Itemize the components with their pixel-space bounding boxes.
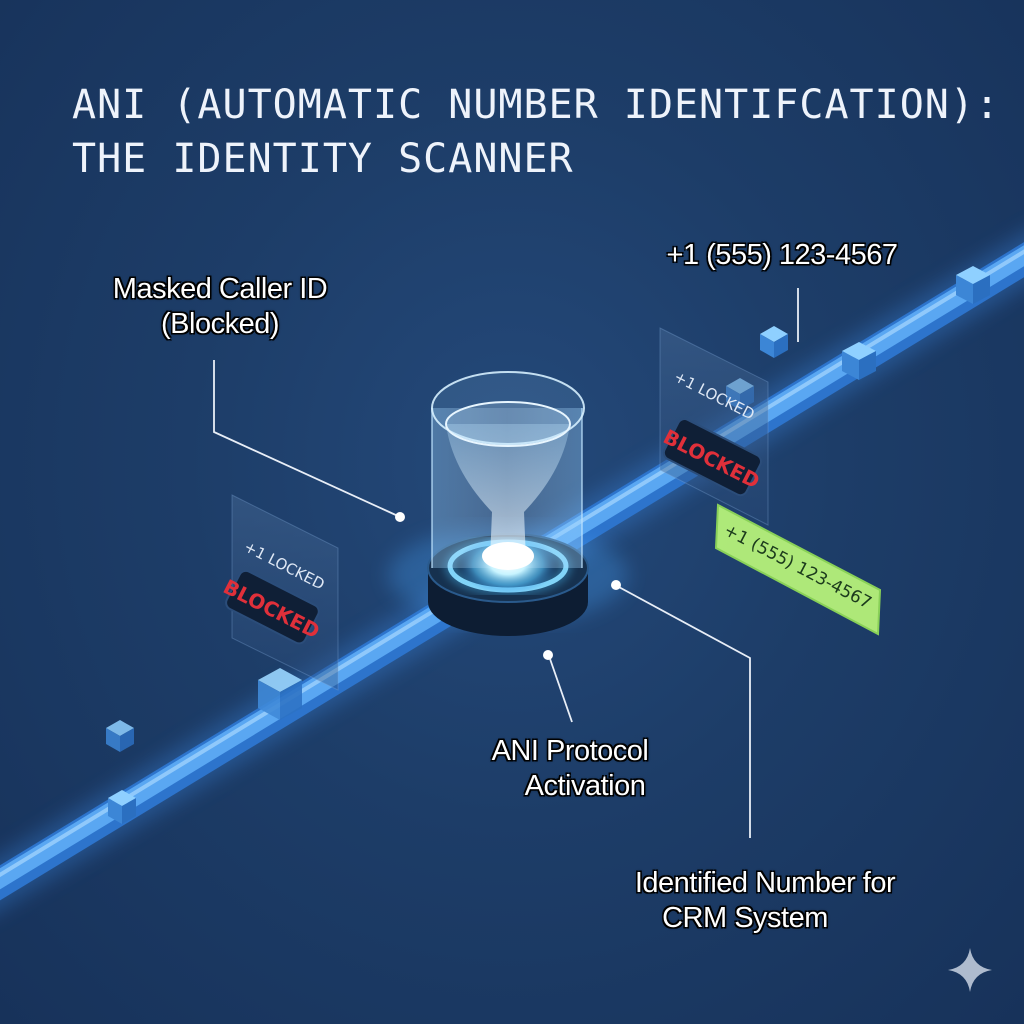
data-cube	[108, 790, 136, 824]
data-cube	[956, 266, 990, 304]
left-blocked-panel: +1 LOCKED BLOCKED	[219, 494, 339, 691]
identified-number-tag: +1 (555) 123-4567	[714, 503, 882, 636]
page-title: ANI (AUTOMATIC NUMBER IDENTIFCATION): TH…	[72, 78, 1001, 186]
data-cube	[106, 720, 134, 752]
masked-leader-line	[213, 360, 399, 517]
right-blocked-panel: +1 LOCKED BLOCKED	[659, 327, 769, 526]
data-cube	[842, 342, 876, 380]
identified-leader-line	[616, 585, 751, 838]
leader-lines	[213, 288, 799, 838]
title-line-2: THE IDENTITY SCANNER	[72, 136, 574, 182]
ani-leader-line	[548, 655, 573, 723]
sparkle-icon	[948, 948, 992, 992]
ani-scanner	[388, 371, 628, 636]
identified-number-label: Identified Number for CRM System	[634, 867, 896, 934]
data-cube	[760, 326, 788, 358]
data-cube	[258, 668, 302, 720]
identified-number-text: +1 (555) 123-4567	[720, 520, 874, 613]
title-line-1: ANI (AUTOMATIC NUMBER IDENTIFCATION):	[72, 82, 1001, 128]
ani-protocol-label: ANI Protocol Activation	[491, 735, 649, 802]
masked-caller-id-label: Masked Caller ID (Blocked)	[112, 273, 328, 340]
top-phone-number-label: +1 (555) 123-4567	[666, 239, 898, 271]
